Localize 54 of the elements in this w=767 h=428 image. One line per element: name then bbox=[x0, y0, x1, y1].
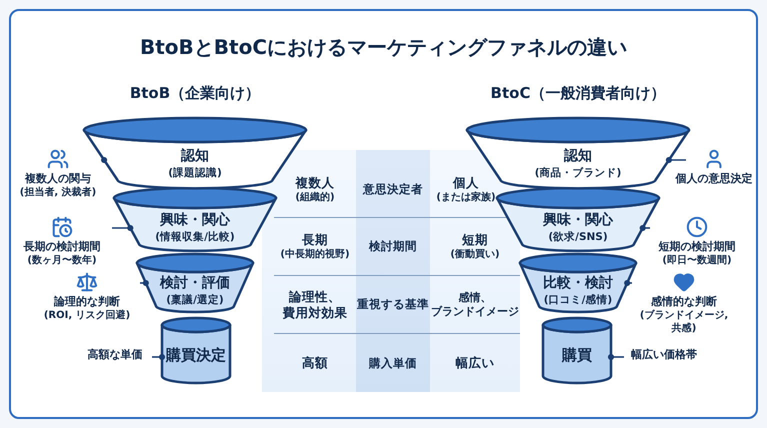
table-cell-text: 検討期間 bbox=[369, 239, 417, 254]
leader-line bbox=[152, 354, 166, 360]
stage-subtitle: (欲求/SNS) bbox=[548, 230, 608, 244]
annotation-text: 短期の検討期間 bbox=[658, 240, 736, 254]
annotation-text: 論理的な判断 bbox=[54, 295, 120, 310]
annotation-text: 高額な単価 bbox=[88, 348, 142, 362]
table-cell-text: 幅広い bbox=[456, 355, 494, 371]
annotation-subtext: (即日〜数週間) bbox=[662, 254, 732, 268]
leader-line bbox=[140, 280, 149, 286]
stage-title: 興味・関心 bbox=[160, 210, 230, 229]
stage-title: 興味・関心 bbox=[543, 210, 613, 229]
table-cell-text: 購入単価 bbox=[369, 356, 417, 370]
column-heading: BtoC（一般消費者向け） bbox=[490, 84, 666, 103]
table-cell-text: 論理性、費用対効果 bbox=[282, 288, 348, 320]
annotation-text: 感情的な判断 bbox=[651, 295, 717, 310]
stage-title: 認知 bbox=[181, 146, 209, 165]
stage-subtitle: (商品・ブランド) bbox=[534, 166, 622, 180]
annotation-text: 複数人の関与 bbox=[25, 172, 91, 186]
stage-title: 購買 bbox=[562, 346, 592, 365]
table-cell-text: 感情、ブランドイメージ bbox=[430, 290, 520, 318]
table-cell-note: (または家族) bbox=[436, 190, 496, 204]
diagram-title: BtoBとBtoCにおけるマーケティングファネルの違い bbox=[138, 34, 628, 61]
stage-subtitle: (課題認識) bbox=[168, 166, 222, 180]
table-cell-text: 複数人 bbox=[296, 174, 334, 190]
stage-title: 検討・評価 bbox=[160, 274, 230, 292]
column-heading: BtoB（企業向け） bbox=[128, 84, 262, 103]
table-cell-text: 重視する基準 bbox=[357, 297, 429, 312]
leader-line bbox=[112, 224, 134, 232]
table-cell-text: 個人 bbox=[453, 174, 479, 190]
annotation-subtext: (数ヶ月〜数年) bbox=[27, 254, 97, 268]
annotation-subtext: (ブランドイメージ, 共感) bbox=[638, 309, 730, 336]
table-cell-note: (組織的) bbox=[295, 190, 335, 204]
stage-subtitle: (口コミ/感情) bbox=[544, 292, 612, 307]
stage-title: 比較・検討 bbox=[543, 274, 613, 292]
annotation-text: 幅広い価格帯 bbox=[631, 348, 697, 362]
stage-title: 認知 bbox=[564, 146, 592, 165]
leader-line bbox=[101, 156, 108, 164]
table-cell-text: 高額 bbox=[302, 355, 328, 371]
annotation-subtext: (担当者, 決裁者) bbox=[20, 186, 96, 200]
table-cell-text: 短期 bbox=[462, 232, 488, 248]
table-cell-text: 長期 bbox=[302, 232, 328, 248]
table-cell-text: 意思決定者 bbox=[363, 182, 423, 197]
annotation-subtext: (ROI, リスク回避) bbox=[44, 309, 130, 322]
leader-line bbox=[624, 280, 632, 286]
table-cell-note: (衝動買い) bbox=[450, 248, 500, 262]
leader-line bbox=[640, 224, 650, 232]
leader-line bbox=[666, 156, 686, 164]
stage-subtitle: (稟議/選定) bbox=[166, 292, 224, 307]
annotation-text: 長期の検討期間 bbox=[24, 240, 100, 254]
table-cell-note: (中長期的視野) bbox=[280, 248, 350, 262]
stage-title: 購買決定 bbox=[166, 346, 226, 365]
leader-line bbox=[608, 354, 624, 360]
stage-subtitle: (情報収集/比較) bbox=[155, 230, 235, 244]
annotation-text: 個人の意思決定 bbox=[676, 172, 752, 186]
